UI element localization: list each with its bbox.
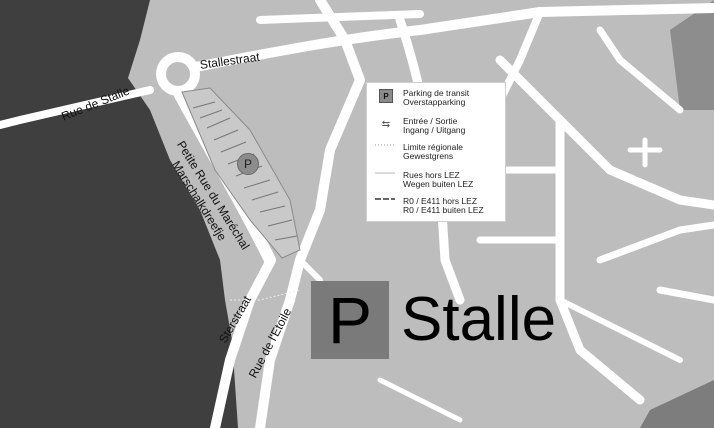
dotted-line-icon [375, 144, 395, 146]
thin-line-icon [375, 172, 395, 174]
legend-label-fr: Rues hors LEZ [403, 170, 460, 180]
legend-label-fr: Entrée / Sortie [403, 116, 458, 126]
legend-label-nl: Gewestgrens [403, 151, 454, 161]
parking-marker[interactable]: P [237, 153, 259, 175]
legend-label-fr: R0 / E411 hors LEZ [403, 196, 478, 206]
legend-label-nl: Wegen buiten LEZ [403, 179, 474, 189]
parking-name: Stalle [401, 285, 557, 354]
gray-block [640, 380, 714, 428]
parking-title: P Stalle [311, 281, 556, 359]
roundabout-center [166, 62, 190, 86]
parking-p-icon: P [311, 281, 389, 359]
legend-label-nl: Overstapparking [403, 97, 466, 107]
regional-boundary [230, 289, 301, 301]
parking-icon: P [379, 89, 393, 103]
gray-block [670, 0, 714, 110]
entrance-exit-icon: ⇆ [381, 118, 391, 130]
legend-label-fr: Limite régionale [403, 142, 464, 152]
legend-label-nl: Ingang / Uitgang [403, 125, 466, 135]
legend-label-fr: Parking de transit [403, 88, 470, 98]
legend-label-nl: R0 / E411 buiten LEZ [403, 205, 484, 215]
dash-line-icon [375, 198, 395, 200]
